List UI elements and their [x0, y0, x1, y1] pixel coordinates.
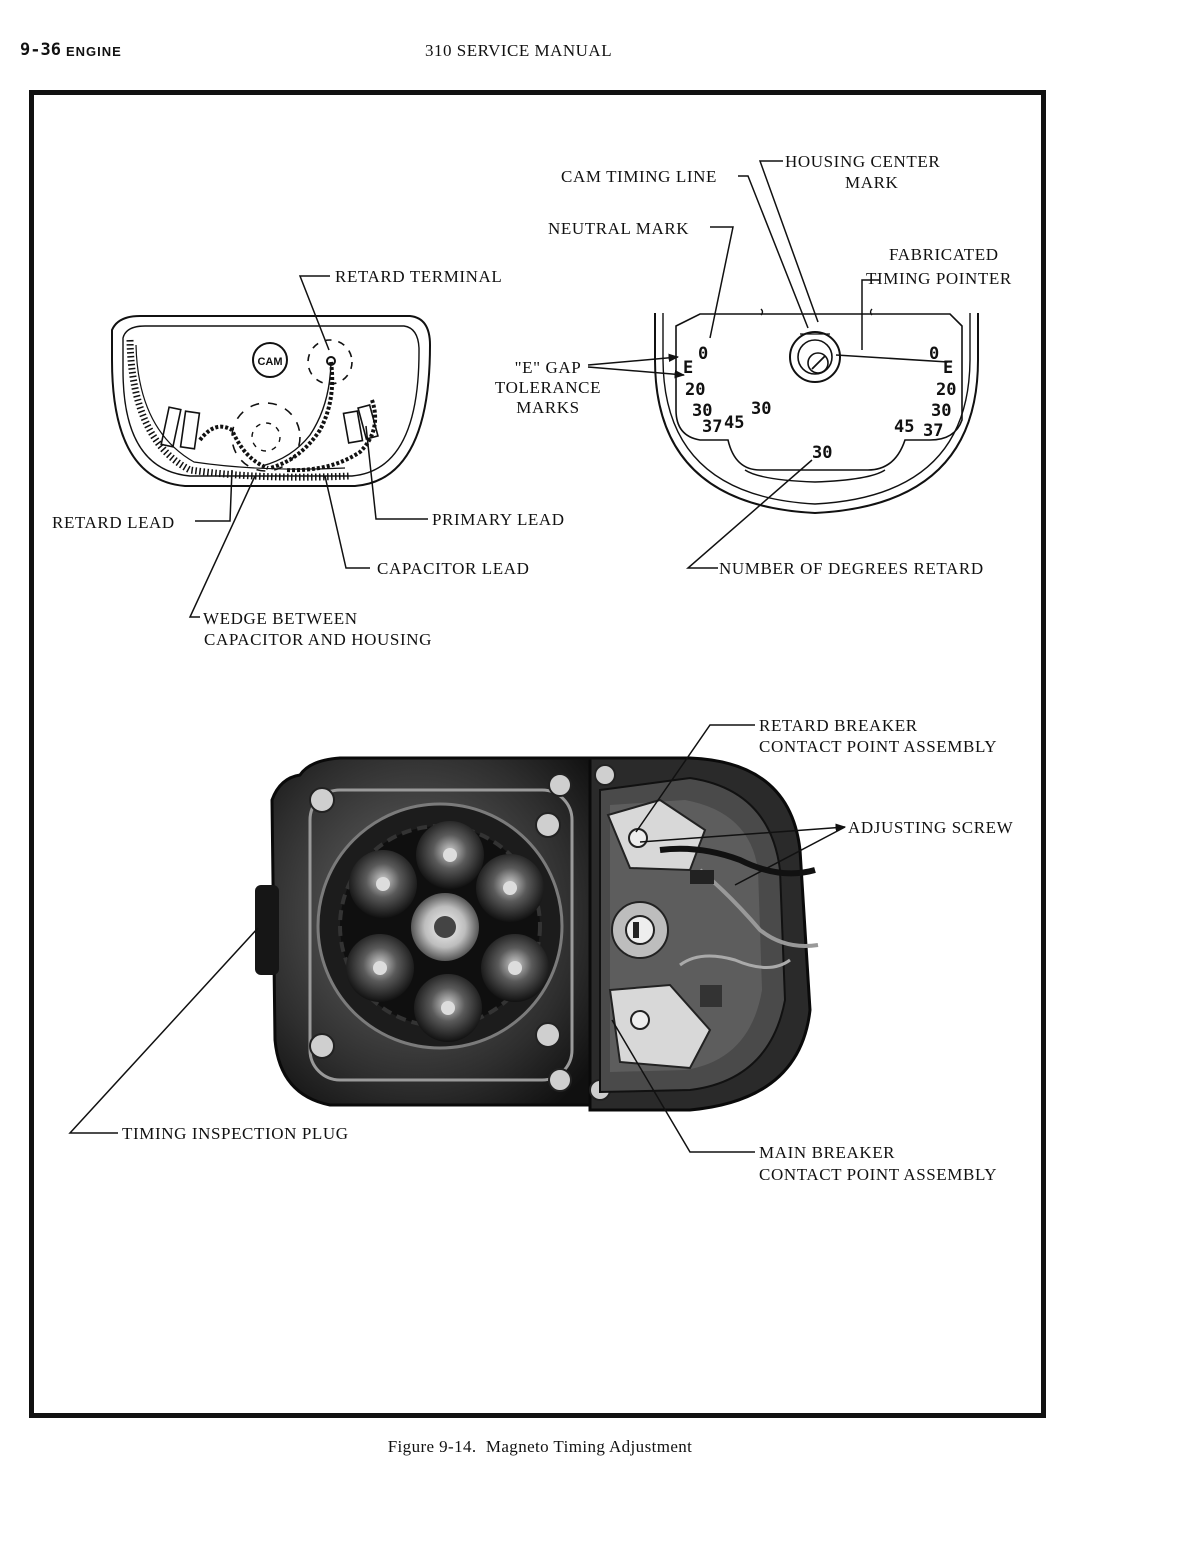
- label-retard-breaker-line2: CONTACT POINT ASSEMBLY: [759, 737, 998, 756]
- dial-right-37: 37: [923, 421, 943, 441]
- dial-bottom-30: 30: [812, 443, 832, 463]
- dial-left-30: 30: [692, 401, 712, 421]
- dial-right-20: 20: [936, 380, 956, 400]
- label-number-of-degrees-retard: NUMBER OF DEGREES RETARD: [719, 559, 984, 578]
- dial-right-30: 30: [931, 401, 951, 421]
- label-primary-lead: PRIMARY LEAD: [432, 510, 565, 529]
- label-cam-timing-line: CAM TIMING LINE: [561, 167, 718, 186]
- label-e-gap-line3: MARKS: [516, 398, 580, 417]
- label-e-gap-line1: "E" GAP: [514, 358, 582, 377]
- figure-frame: [29, 90, 1046, 1418]
- photo-leader-lines: [68, 724, 847, 1153]
- dial-inner-30: 30: [751, 399, 771, 419]
- section-name: ENGINE: [66, 44, 122, 59]
- label-retard-breaker-line1: RETARD BREAKER: [759, 716, 918, 735]
- dial-left-e: E: [683, 358, 693, 378]
- label-fabricated-line1: FABRICATED: [889, 245, 999, 264]
- label-e-gap-line2: TOLERANCE: [494, 378, 602, 397]
- dial-degree-marks: 0 E 20 30 37 45 30 30 0 E 20 30 37 45: [683, 344, 956, 463]
- dial-right-0: 0: [929, 344, 939, 364]
- dial-left-37: 37: [702, 417, 722, 437]
- label-neutral-mark: NEUTRAL MARK: [548, 219, 690, 238]
- figure-caption: Figure 9-14. Magneto Timing Adjustment: [387, 1437, 693, 1456]
- manual-title: 310 SERVICE MANUAL: [425, 41, 613, 60]
- label-capacitor-lead: CAPACITOR LEAD: [377, 559, 530, 578]
- label-main-breaker-line1: MAIN BREAKER: [759, 1143, 896, 1162]
- label-housing-center-line2: MARK: [845, 173, 899, 192]
- label-retard-lead: RETARD LEAD: [52, 513, 175, 532]
- label-fabricated-line2: TIMING POINTER: [866, 269, 1012, 288]
- dial-right-e: E: [943, 358, 953, 378]
- left-housing-diagram: [111, 315, 432, 487]
- right-leader-lines: [587, 160, 880, 569]
- page-number: 9-36: [20, 40, 61, 60]
- label-timing-inspection-plug: TIMING INSPECTION PLUG: [122, 1124, 349, 1143]
- label-wedge-line1: WEDGE BETWEEN: [203, 609, 358, 628]
- dial-left-45: 45: [724, 413, 744, 433]
- dial-left-20: 20: [685, 380, 705, 400]
- label-adjusting-screw: ADJUSTING SCREW: [848, 818, 1014, 837]
- right-dial-diagram: [654, 308, 979, 515]
- magneto-photo: [255, 756, 819, 1112]
- left-leader-lines: [188, 275, 428, 618]
- label-wedge-line2: CAPACITOR AND HOUSING: [204, 630, 432, 649]
- label-main-breaker-line2: CONTACT POINT ASSEMBLY: [759, 1165, 998, 1184]
- dial-left-0: 0: [698, 344, 708, 364]
- cam-label: CAM: [257, 356, 282, 368]
- label-retard-terminal: RETARD TERMINAL: [335, 267, 503, 286]
- dial-right-45: 45: [894, 417, 914, 437]
- label-housing-center-line1: HOUSING CENTER: [785, 152, 941, 171]
